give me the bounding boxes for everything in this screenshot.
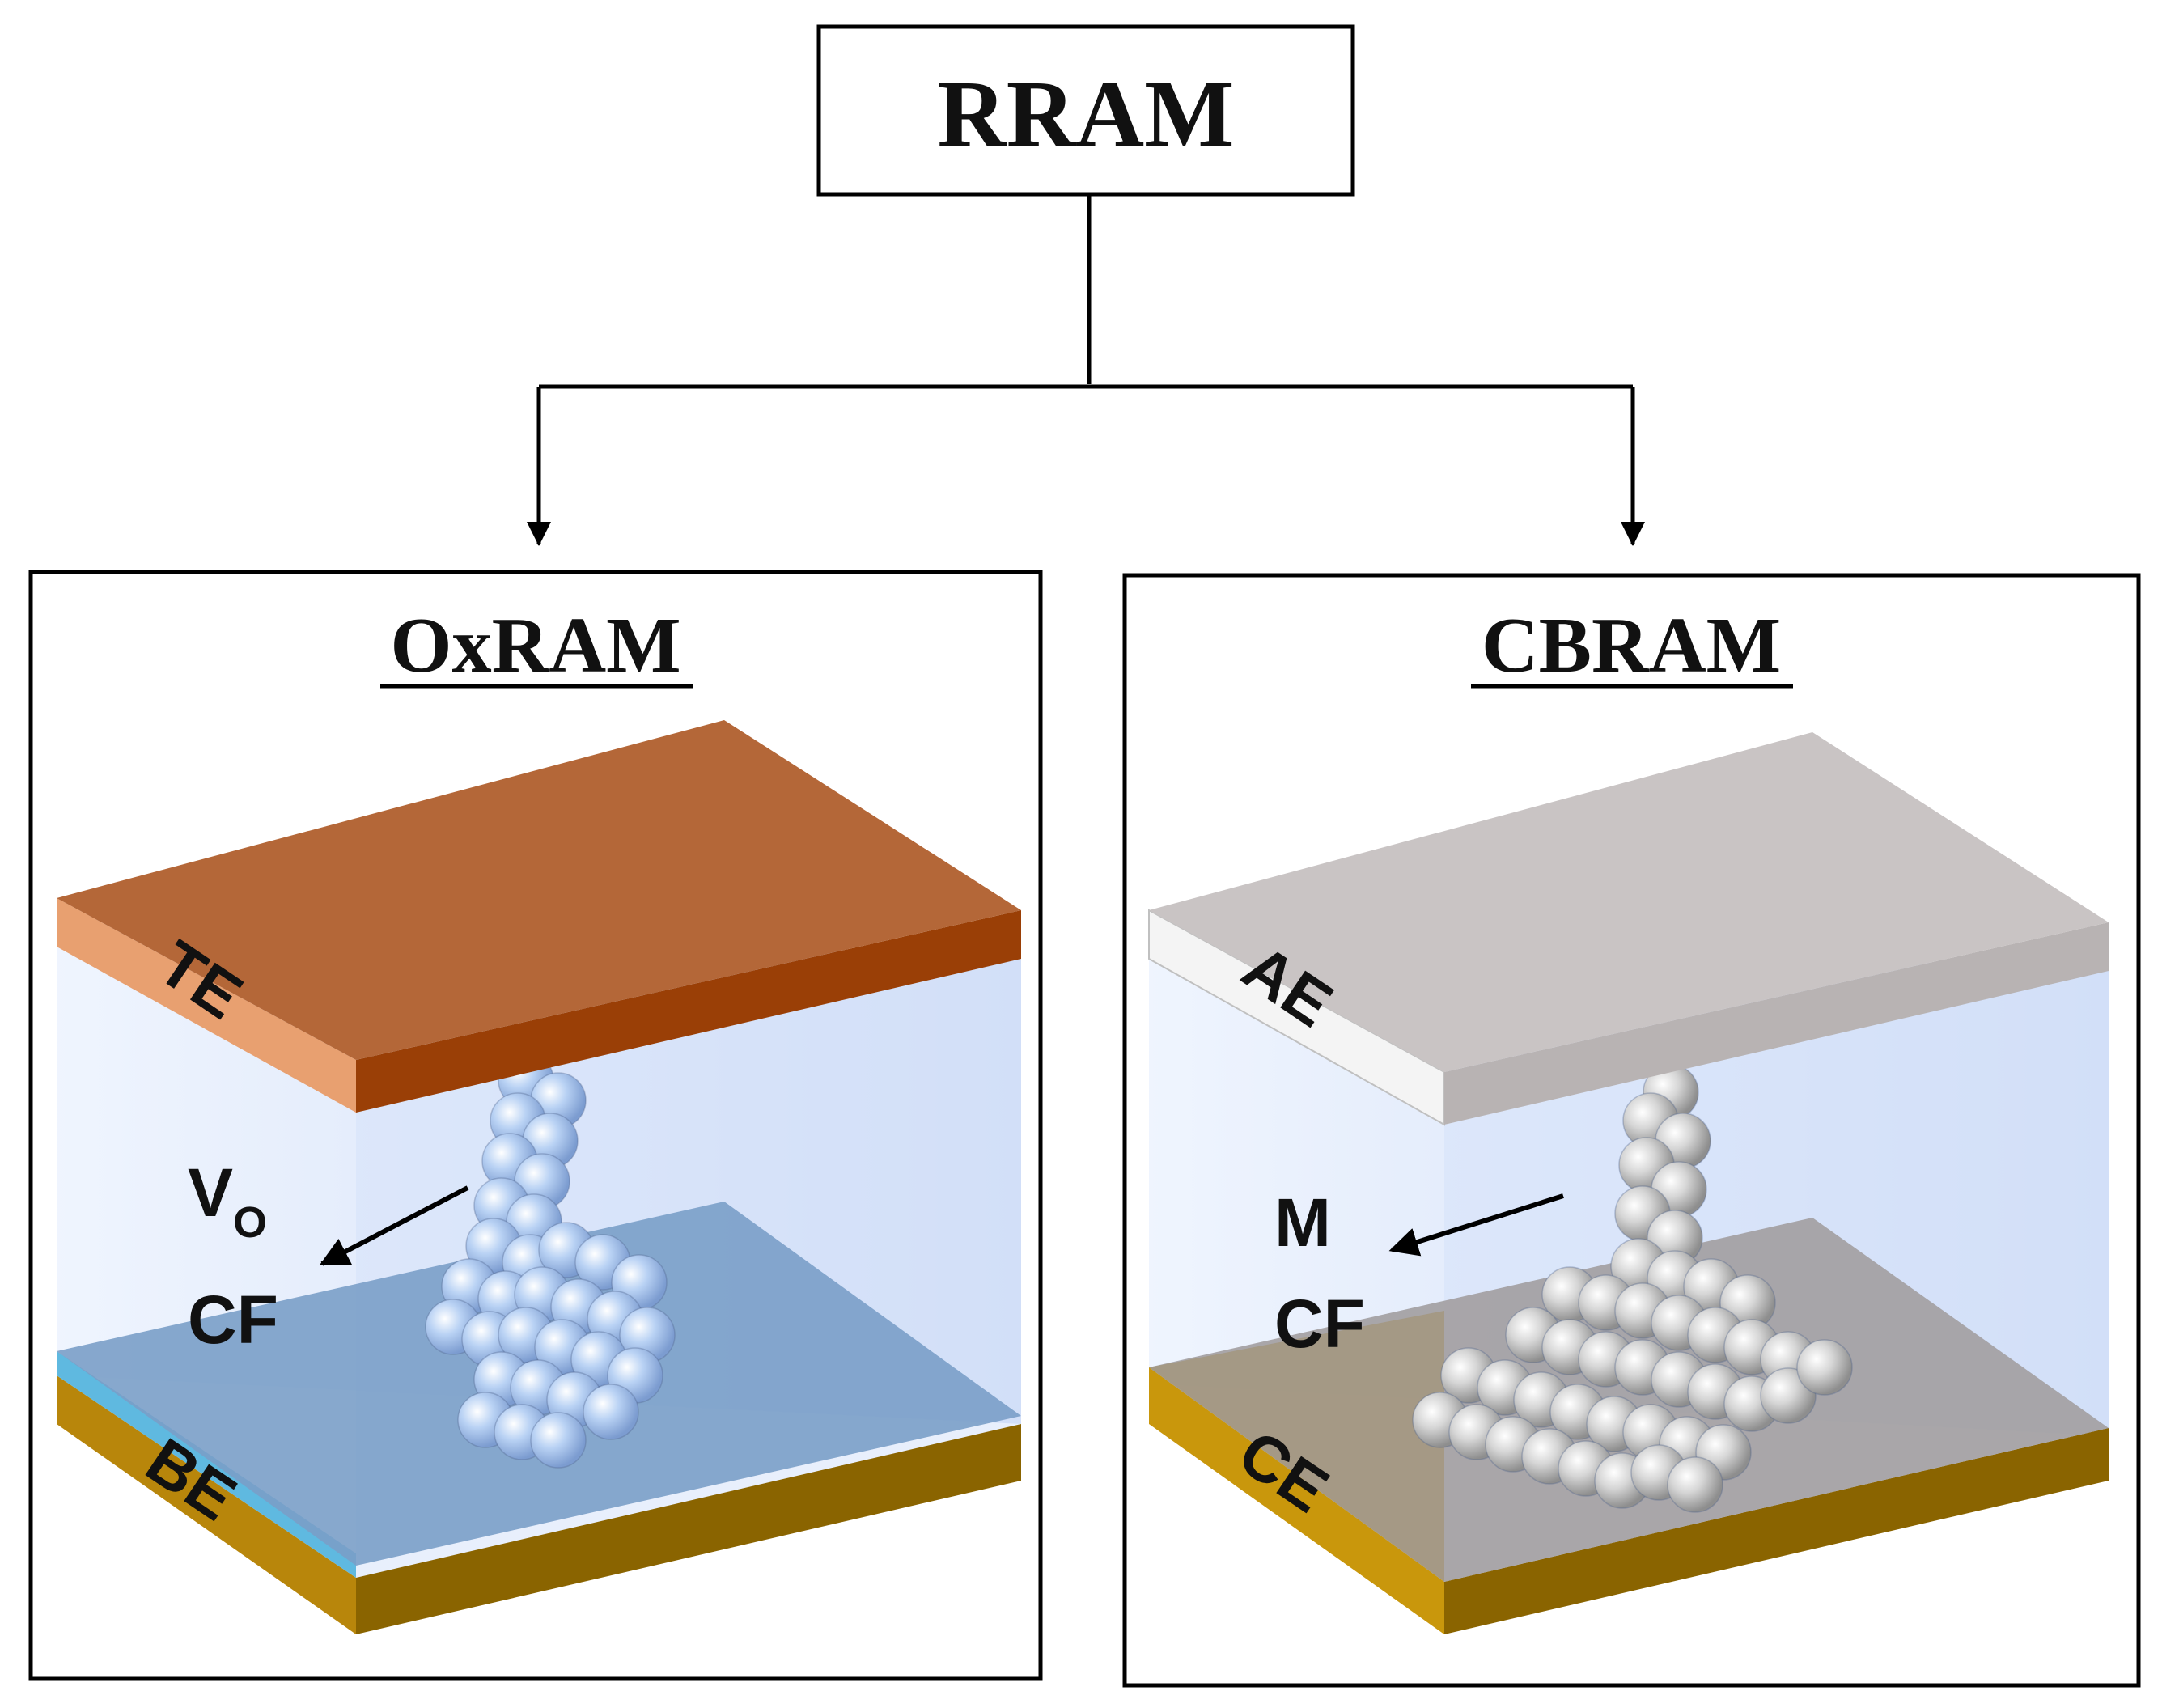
- cbram-filament-symbol: M: [1274, 1185, 1331, 1261]
- bottom-electrode-side: [356, 1424, 1021, 1634]
- cbram-filament-label: M: [1274, 1185, 1331, 1261]
- oxide-layer-edge: [57, 1351, 356, 1578]
- cbram-filament-sphere: [1667, 1456, 1723, 1513]
- oxram-filament-label: VO: [188, 1155, 267, 1247]
- cbram-filament-arrow: [1388, 1193, 1564, 1257]
- oxram-filament-sphere: [583, 1384, 639, 1440]
- top-electrode-face: [57, 720, 1021, 1060]
- oxram-filament-arrow: [319, 1185, 469, 1266]
- active-electrode-face: [1149, 732, 2109, 1072]
- connector-tree: [527, 194, 1645, 546]
- counter-electrode-side: [1444, 1428, 2109, 1634]
- root-title: RRAM: [937, 61, 1234, 167]
- top-electrode-side: [356, 910, 1021, 1113]
- oxram-title: OxRAM: [390, 602, 680, 689]
- oxram-panel: OxRAM BE TE VO CF: [28, 570, 1043, 1681]
- oxram-filament-symbol: V: [188, 1155, 233, 1231]
- bottom-electrode-edge: [57, 1375, 356, 1634]
- oxram-filament-sphere: [530, 1412, 587, 1469]
- root-node: RRAM: [816, 24, 1355, 197]
- oxram-filament-subscript: O: [233, 1198, 267, 1247]
- root-box: [816, 24, 1355, 197]
- cbram-filament-label-cf: CF: [1274, 1286, 1365, 1362]
- cbram-filament: [1412, 1064, 1853, 1513]
- counter-electrode-tint: [1149, 1311, 1444, 1582]
- top-electrode-edge: [57, 898, 356, 1113]
- cbram-title: CBRAM: [1482, 602, 1781, 689]
- cbram-panel: CBRAM CE AE M CF: [1122, 573, 2141, 1688]
- counter-electrode-edge: [1149, 1367, 1444, 1634]
- active-electrode-side: [1444, 922, 2109, 1125]
- oxram-filament-label-cf: CF: [188, 1282, 278, 1358]
- cbram-filament-sphere: [1796, 1339, 1853, 1396]
